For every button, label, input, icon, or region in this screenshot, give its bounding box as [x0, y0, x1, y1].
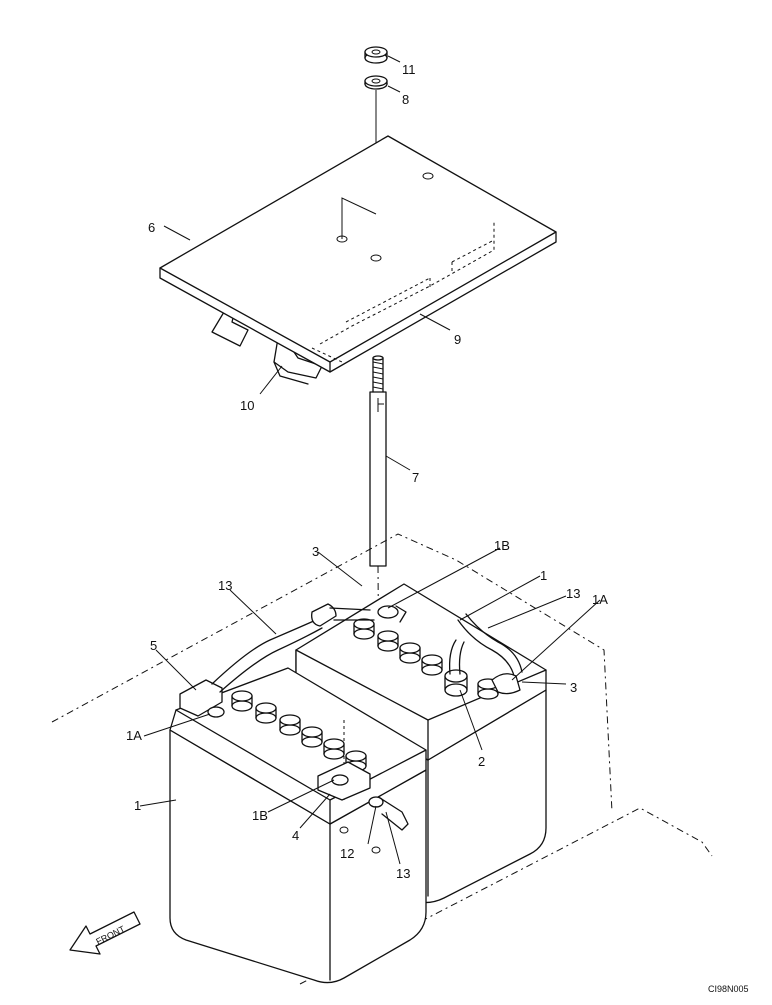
callout-7: 7 — [412, 470, 419, 485]
callout-6: 6 — [148, 220, 155, 235]
callout-13: 13 — [218, 578, 232, 593]
terminal-cover-left — [179, 679, 225, 718]
cable-boot — [311, 603, 337, 627]
callout-1B: 1B — [494, 538, 510, 553]
cable — [457, 613, 523, 677]
battery-cover-plate — [159, 135, 557, 373]
callout-1B: 1B — [252, 808, 268, 823]
frame-outline — [51, 533, 613, 813]
callout-8: 8 — [402, 92, 409, 107]
callout-3: 3 — [570, 680, 577, 695]
cable — [219, 627, 323, 693]
frame-outline — [299, 807, 713, 985]
nut-part — [364, 46, 388, 64]
callout-5: 5 — [150, 638, 157, 653]
callout-4: 4 — [292, 828, 299, 843]
ground-cable — [339, 796, 409, 854]
front-direction-arrow: FRONT — [69, 911, 141, 955]
callout-10: 10 — [240, 398, 254, 413]
terminal-clamp — [317, 761, 371, 801]
hold-down-rod — [369, 355, 387, 567]
callout-1: 1 — [540, 568, 547, 583]
vent-cap — [444, 639, 468, 697]
leader-lines — [139, 55, 601, 865]
callout-labels: 11 8 6 9 10 7 3 1B 1 13 13 1A 5 3 1A 2 1… — [126, 62, 608, 881]
callout-1A: 1A — [592, 592, 608, 607]
callout-13: 13 — [566, 586, 580, 601]
washer-part — [364, 75, 388, 90]
callout-1: 1 — [134, 798, 141, 813]
callout-11: 11 — [402, 62, 416, 77]
callout-12: 12 — [340, 846, 354, 861]
callout-1A: 1A — [126, 728, 142, 743]
cable — [211, 619, 317, 685]
cell-caps-right — [353, 618, 499, 700]
callout-3: 3 — [312, 544, 319, 559]
callout-9: 9 — [454, 332, 461, 347]
callout-2: 2 — [478, 754, 485, 769]
terminal-clamp — [377, 605, 407, 623]
callout-13: 13 — [396, 866, 410, 881]
drawing-code: CI98N005 — [708, 984, 749, 994]
